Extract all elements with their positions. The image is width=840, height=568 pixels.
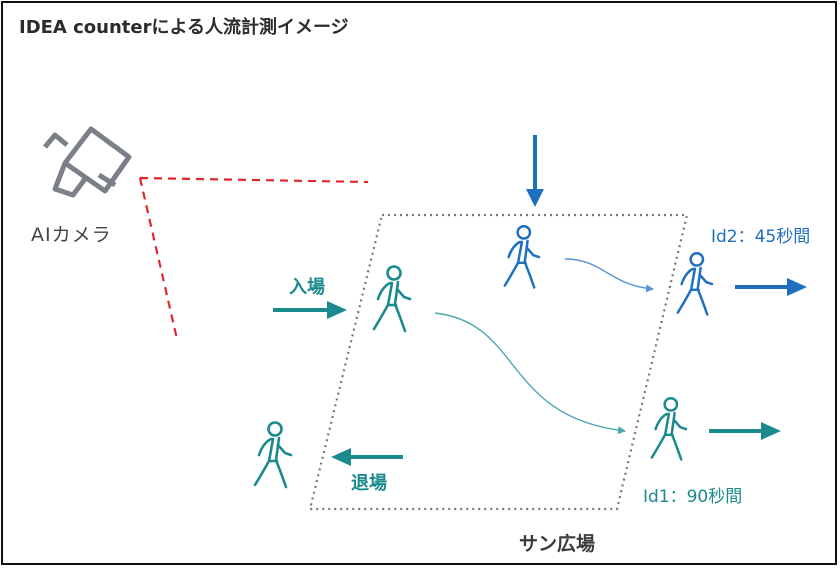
outgoing-arrow-id1	[709, 422, 781, 440]
incoming-arrow-top	[526, 135, 544, 207]
track-id1-label: Id1：90秒間	[643, 487, 743, 507]
person-walking-icon	[676, 251, 714, 316]
person-walking-icon	[372, 265, 412, 333]
diagram-canvas	[43, 126, 807, 511]
entry-arrow	[273, 301, 347, 319]
outgoing-arrow-id2	[735, 278, 807, 296]
entry-label: 入場	[289, 277, 325, 298]
person-walking-icon	[503, 224, 541, 289]
track-id2-label: Id2：45秒間	[711, 227, 811, 247]
diagram-title: IDEA counterによる人流計測イメージ	[19, 17, 349, 38]
plaza-area-outline	[308, 213, 689, 511]
exit-arrow	[331, 448, 403, 466]
camera-fov-line-top	[139, 176, 369, 184]
trajectory-id1	[434, 312, 626, 435]
camera-fov-line-side	[138, 177, 179, 340]
person-walking-icon	[650, 396, 688, 461]
plaza-label: サン広場	[519, 533, 596, 555]
camera-icon	[43, 126, 132, 198]
exit-label: 退場	[351, 473, 387, 494]
person-walking-icon	[253, 421, 293, 489]
trajectory-id2	[564, 258, 654, 293]
camera-label: AIカメラ	[31, 224, 112, 246]
